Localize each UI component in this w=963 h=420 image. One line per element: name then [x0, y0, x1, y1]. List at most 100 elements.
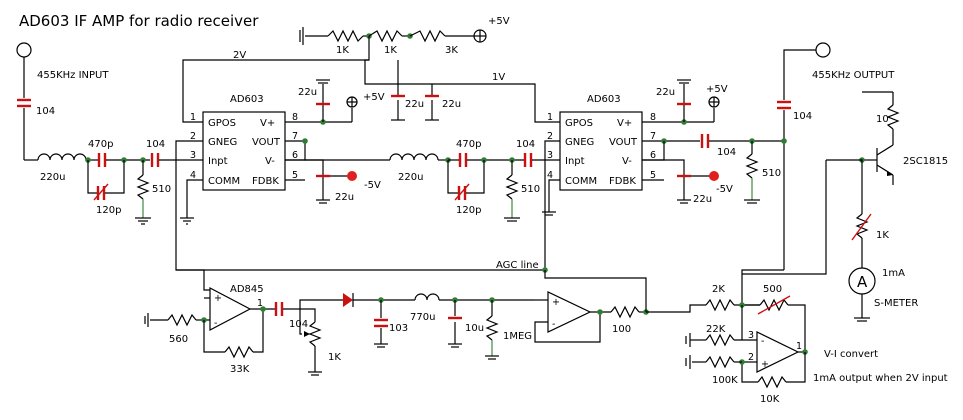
u1-pin-vout: VOUT — [252, 137, 281, 148]
c-104-in-label: 104 — [36, 106, 55, 117]
schematic-title: AD603 IF AMP for radio receiver — [19, 12, 259, 30]
u1-pin-vminus: V- — [265, 156, 275, 167]
u2-plus5-label: +5V — [706, 84, 728, 95]
c-103-label: 103 — [389, 323, 408, 334]
r-100-label: 100 — [612, 324, 631, 335]
vi-pin-2: 2 — [748, 352, 754, 363]
u1-pin-gpos: GPOS — [208, 118, 236, 129]
net-2v-label: 2V — [233, 50, 246, 61]
u2-pin-inpt: Inpt — [565, 156, 585, 167]
u1-pinnum-1: 1 — [190, 112, 196, 123]
u2-minus5-label: -5V — [716, 184, 733, 195]
vi-plus: + — [761, 359, 769, 370]
u2-pinnum-4: 4 — [547, 170, 553, 181]
u1-plus5-label: +5V — [363, 92, 385, 103]
vi-pin-3: 3 — [748, 330, 754, 341]
c-104-e-label: 104 — [289, 319, 308, 330]
c-104-a-label: 104 — [146, 139, 165, 150]
u1-pinnum-8: 8 — [292, 112, 298, 123]
ad603-u2: AD603 GPOS GNEG Inpt COMM V+ VOUT V- FDB… — [542, 79, 784, 216]
u2-pin-vminus: V- — [622, 156, 632, 167]
u2-pin-comm: COMM — [565, 176, 597, 187]
r-100k-a-label: 100K — [712, 375, 738, 386]
buf-plus: + — [552, 297, 560, 308]
ad845-plus: + — [214, 293, 222, 304]
top-plus5v-label: +5V — [488, 16, 510, 27]
vi-minus: - — [761, 336, 764, 347]
u1-pinnum-7: 7 — [292, 131, 298, 142]
vr-500-label: 500 — [763, 284, 782, 295]
r-3k-label: 3K — [445, 45, 458, 56]
meter-range-label: 1mA — [882, 268, 905, 279]
vi-pin-1: 1 — [796, 341, 802, 352]
ad845-minus: - — [214, 318, 217, 329]
c-104-c-label: 104 — [717, 147, 736, 158]
input-stage: 455KHz INPUT 104 220u 470p 120p 104 510 — [16, 42, 203, 225]
vr-1k-meter-label: 1K — [876, 230, 889, 241]
vc-120p-b-label: 120p — [456, 205, 481, 216]
u2-pin-vout: VOUT — [609, 137, 638, 148]
c-22u-f-label: 22u — [693, 194, 712, 205]
u2-pinnum-2: 2 — [547, 131, 553, 142]
u1-pin-vplus: V+ — [260, 118, 275, 129]
meter-name-label: S-METER — [874, 298, 918, 309]
r-2k-label: 2K — [712, 284, 725, 295]
u1-pin-comm: COMM — [208, 176, 240, 187]
output-stage: 455KHz OUTPUT 104 10 2SC1815 1K A 1mA S-… — [741, 42, 948, 322]
u1-pinnum-6: 6 — [292, 150, 298, 161]
r-510-c-label: 510 — [762, 168, 781, 179]
u2-pinnum-7: 7 — [650, 131, 656, 142]
u2-pinnum-3: 3 — [547, 150, 553, 161]
meter-symbol: A — [857, 273, 868, 291]
bias-divider: 1K 1K 3K +5V 2V 1V — [182, 16, 560, 123]
c-22u-c-label: 22u — [405, 99, 424, 110]
c-22u-a-label: 22u — [298, 87, 317, 98]
c-22u-e-label: 22u — [656, 87, 675, 98]
detector-stage: + - AD845 560 33K 1 104 1K — [144, 269, 649, 376]
output-port-label: 455KHz OUTPUT — [812, 70, 895, 81]
u2-name: AD603 — [587, 94, 621, 105]
ad845-out-pin: 1 — [257, 298, 263, 309]
u1-name: AD603 — [230, 94, 264, 105]
r-1k-a-label: 1K — [336, 45, 349, 56]
l-220u-b-label: 220u — [398, 172, 423, 183]
input-port-label: 455KHz INPUT — [37, 70, 109, 81]
u2-pin-gpos: GPOS — [565, 118, 593, 129]
u2-pin-fdbk: FDBK — [609, 176, 636, 187]
l-770u-label: 770u — [410, 312, 435, 323]
c-104-d-label: 104 — [793, 111, 812, 122]
u1-minus5-label: -5V — [364, 180, 381, 191]
vr-1k-det-label: 1K — [328, 352, 341, 363]
ad845-label: AD845 — [230, 284, 264, 295]
u1-pinnum-2: 2 — [190, 131, 196, 142]
ad603-u1: AD603 GPOS GNEG Inpt COMM V+ VOUT V- FDB… — [175, 79, 560, 271]
r-560-label: 560 — [169, 334, 188, 345]
c-22u-b-label: 22u — [335, 192, 354, 203]
q1-label: 2SC1815 — [903, 156, 948, 167]
u2-pinnum-8: 8 — [650, 112, 656, 123]
r-10-label: 10 — [876, 114, 889, 125]
r-10k-label: 10K — [760, 394, 780, 405]
c-22u-d-label: 22u — [442, 99, 461, 110]
vi-title-label: V-I convert — [824, 349, 878, 360]
r-33k-label: 33K — [230, 364, 250, 375]
u1-pinnum-4: 4 — [190, 170, 196, 181]
r-510-b-label: 510 — [521, 184, 540, 195]
c-104-b-label: 104 — [516, 139, 535, 150]
u1-pinnum-5: 5 — [292, 170, 298, 181]
vi-converter: 2K 500 22K - + 3 2 1 10K 100K V-I conver — [646, 284, 948, 405]
u1-pinnum-3: 3 — [190, 150, 196, 161]
r-1meg-label: 1MEG — [503, 331, 532, 342]
u2-pinnum-1: 1 — [547, 112, 553, 123]
u1-pin-inpt: Inpt — [208, 156, 228, 167]
u2-pin-gneg: GNEG — [565, 137, 594, 148]
u2-pinnum-5: 5 — [650, 170, 656, 181]
agc-line-label: AGC line — [496, 260, 539, 271]
u1-pin-fdbk: FDBK — [252, 176, 279, 187]
c-470p-b-label: 470p — [456, 139, 481, 150]
r-22k-label: 22K — [706, 324, 726, 335]
buf-minus: - — [552, 319, 555, 330]
c-10u-label: 10u — [465, 323, 484, 334]
u2-pin-vplus: V+ — [617, 118, 632, 129]
